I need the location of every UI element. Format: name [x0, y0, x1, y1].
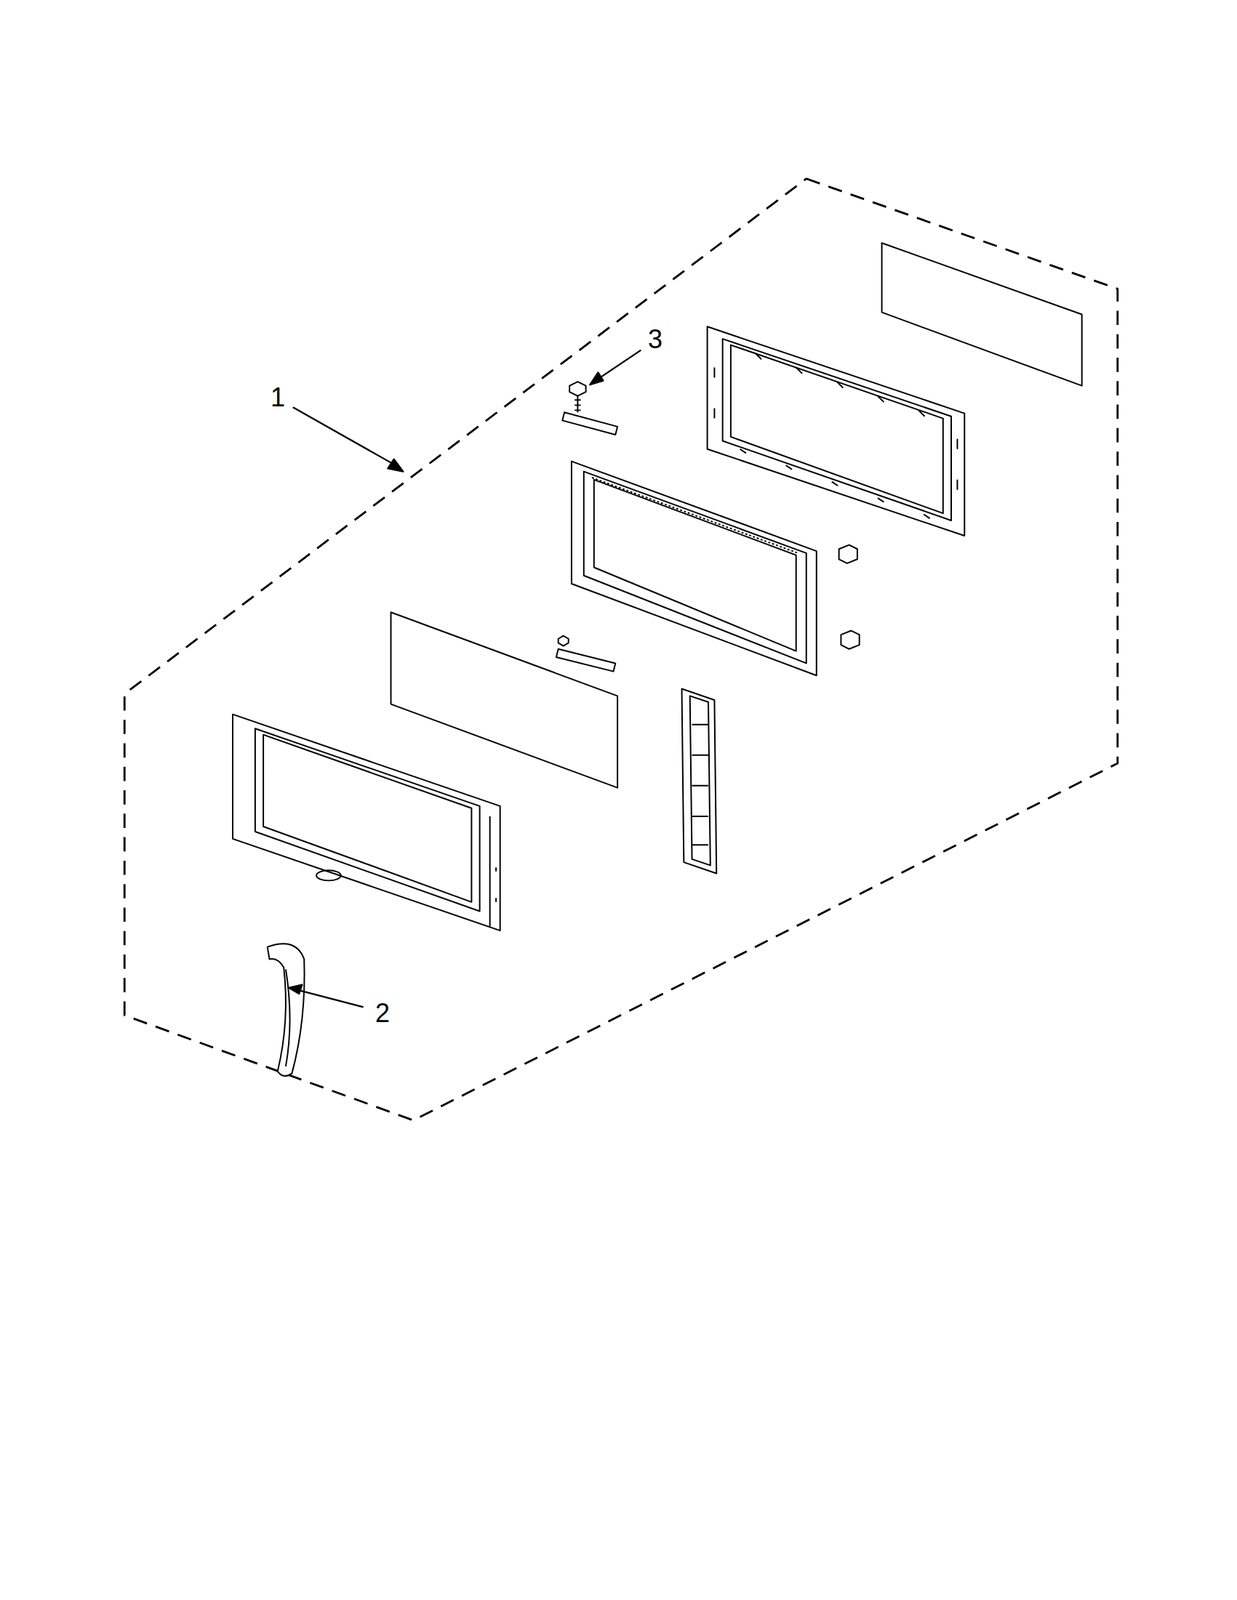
inner-door-frame: [571, 461, 817, 677]
door-glass: [391, 612, 619, 788]
callout-number: 3: [647, 326, 663, 353]
leader-lines: [288, 350, 641, 1008]
latch: [682, 689, 718, 875]
callout-number: 1: [270, 384, 286, 411]
handle-detail: [285, 969, 291, 1067]
back-glass: [882, 242, 1083, 386]
assembly-outline: [124, 178, 1118, 1121]
door-handle: [267, 943, 305, 1077]
screw: [562, 381, 618, 435]
door-front: [232, 714, 501, 932]
bracket: [556, 636, 616, 672]
choke-frame: [707, 326, 966, 536]
callout-number: 2: [375, 1000, 390, 1027]
hinge-clip: [839, 545, 860, 650]
